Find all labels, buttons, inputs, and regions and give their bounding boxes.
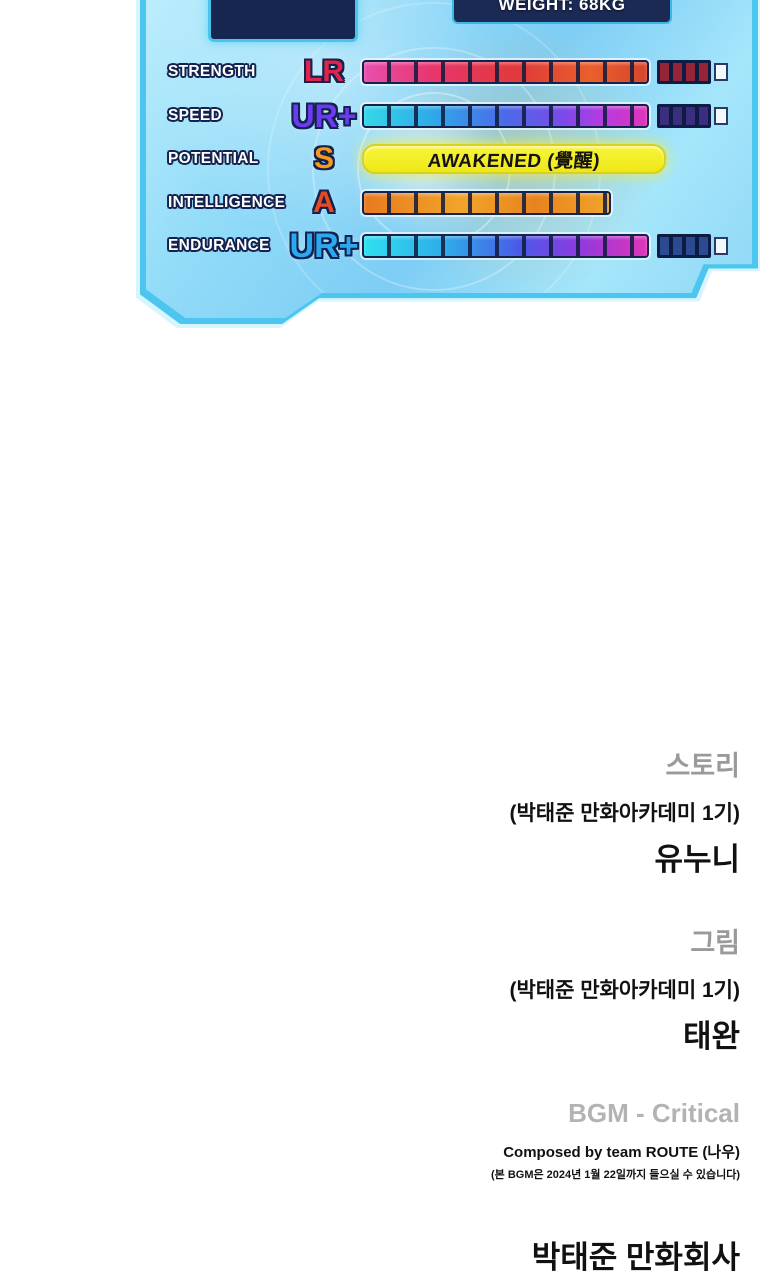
stat-row-strength: STRENGTH LR — [168, 57, 728, 87]
stat-row-speed: SPEED UR+ — [168, 98, 728, 134]
stat-cap-segment — [685, 62, 697, 82]
stat-grade: LR — [304, 55, 344, 88]
stat-label: POTENTIAL — [168, 150, 259, 167]
awakened-bar: AWAKENED (覺醒) — [362, 144, 666, 174]
weight-badge: WEIGHT: 68KG — [452, 0, 672, 24]
stat-cap-cluster — [657, 104, 712, 128]
stat-cap-cluster — [657, 60, 712, 84]
stat-label: INTELLIGENCE — [168, 194, 286, 211]
stat-label: ENDURANCE — [168, 237, 270, 254]
stat-cap-segment — [698, 106, 710, 126]
story-role-label: 스토리 — [665, 751, 740, 781]
bgm-availability-note: (본 BGM은 2024년 1월 22일까지 들으실 수 있습니다) — [490, 1169, 740, 1181]
art-role-label: 그림 — [690, 928, 740, 958]
stat-grade: S — [313, 142, 334, 175]
story-academy-label: (박태준 만화아카데미 1기) — [509, 802, 740, 825]
stat-cap-segment — [698, 236, 710, 256]
stat-grade: UR+ — [291, 98, 357, 134]
stat-cap-end — [714, 63, 728, 81]
stat-cap-segment — [659, 106, 671, 126]
stat-label: SPEED — [168, 107, 223, 124]
stat-cap-end — [714, 237, 728, 255]
art-academy-label: (박태준 만화아카데미 1기) — [509, 979, 740, 1002]
stat-cap-cluster — [657, 234, 712, 258]
stat-cap-segment — [685, 236, 697, 256]
awakened-label: AWAKENED (覺醒) — [426, 150, 602, 172]
weight-label: WEIGHT: 68KG — [498, 0, 626, 14]
stat-cap-segment — [698, 62, 710, 82]
stat-cap-segment — [659, 236, 671, 256]
stat-bar-intelligence — [362, 191, 611, 215]
stat-bar-speed — [362, 104, 650, 128]
company-name: 박태준 만화회사 — [531, 1240, 740, 1275]
stat-cap-segment — [685, 106, 697, 126]
stat-bar-endurance — [362, 234, 650, 258]
bgm-title: BGM - Critical — [568, 1098, 740, 1128]
stat-cap-segment — [672, 236, 684, 256]
credits-block: 스토리 (박태준 만화아카데미 1기) 유누니 그림 (박태준 만화아카데미 1… — [120, 744, 740, 1277]
story-author-name: 유누니 — [654, 842, 740, 877]
art-author-name: 태완 — [682, 1019, 740, 1054]
stat-row-intelligence: INTELLIGENCE A — [168, 188, 728, 218]
stat-row-potential: POTENTIAL S AWAKENED (覺醒) — [168, 144, 728, 174]
stat-cap-segment — [659, 62, 671, 82]
stat-grade: UR+ — [289, 227, 359, 265]
stat-grade: A — [313, 186, 335, 219]
bgm-composed-by: Composed by team ROUTE (나우) — [503, 1144, 740, 1161]
stat-cap-segment — [672, 62, 684, 82]
stat-label: STRENGTH — [168, 63, 256, 80]
stat-bar-strength — [362, 60, 650, 84]
stat-cap-segment — [672, 106, 684, 126]
stat-cap-end — [714, 107, 728, 125]
character-photo-frame — [208, 0, 358, 42]
stat-row-endurance: ENDURANCE UR+ — [168, 227, 728, 265]
